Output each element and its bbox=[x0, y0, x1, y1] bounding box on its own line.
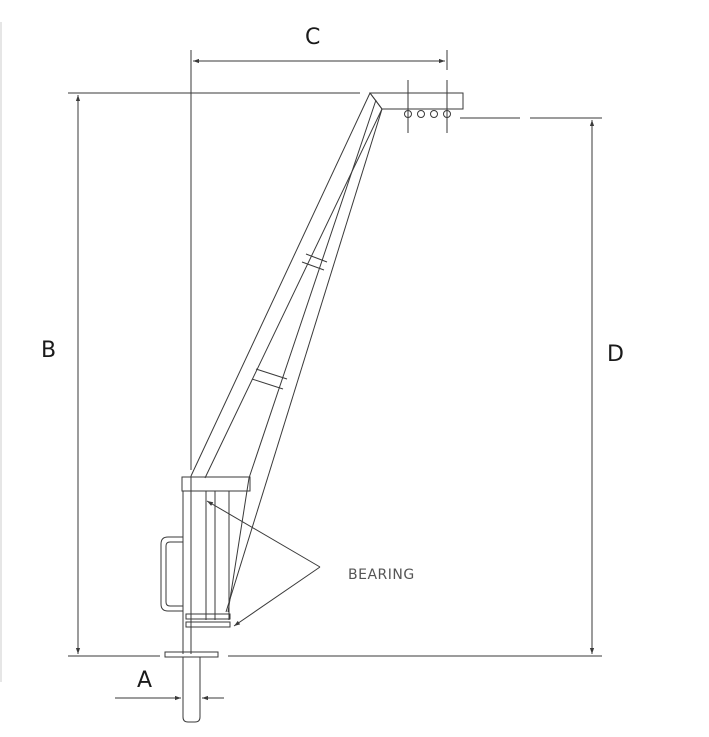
mounting-pin bbox=[182, 657, 201, 723]
boom-arm bbox=[190, 92, 383, 613]
bearing-callout: BEARING bbox=[348, 567, 415, 583]
mast-housing bbox=[181, 476, 251, 654]
dimension-label-b: B bbox=[41, 338, 57, 363]
dimension-label-c: C bbox=[305, 25, 321, 50]
bearing-leaders bbox=[206, 500, 321, 627]
left-edge-rule bbox=[0, 22, 2, 682]
boom-head bbox=[369, 80, 464, 133]
dimension-b bbox=[68, 92, 360, 657]
base-plate bbox=[164, 651, 219, 658]
dimension-a bbox=[115, 676, 224, 704]
crank-handle bbox=[160, 536, 183, 612]
dimension-label-a: A bbox=[137, 668, 153, 693]
cross-brace-upper bbox=[301, 253, 328, 271]
dimension-c bbox=[190, 50, 448, 470]
dimension-d bbox=[228, 117, 602, 657]
cross-brace-lower bbox=[251, 368, 288, 390]
dimension-label-d: D bbox=[607, 342, 624, 367]
